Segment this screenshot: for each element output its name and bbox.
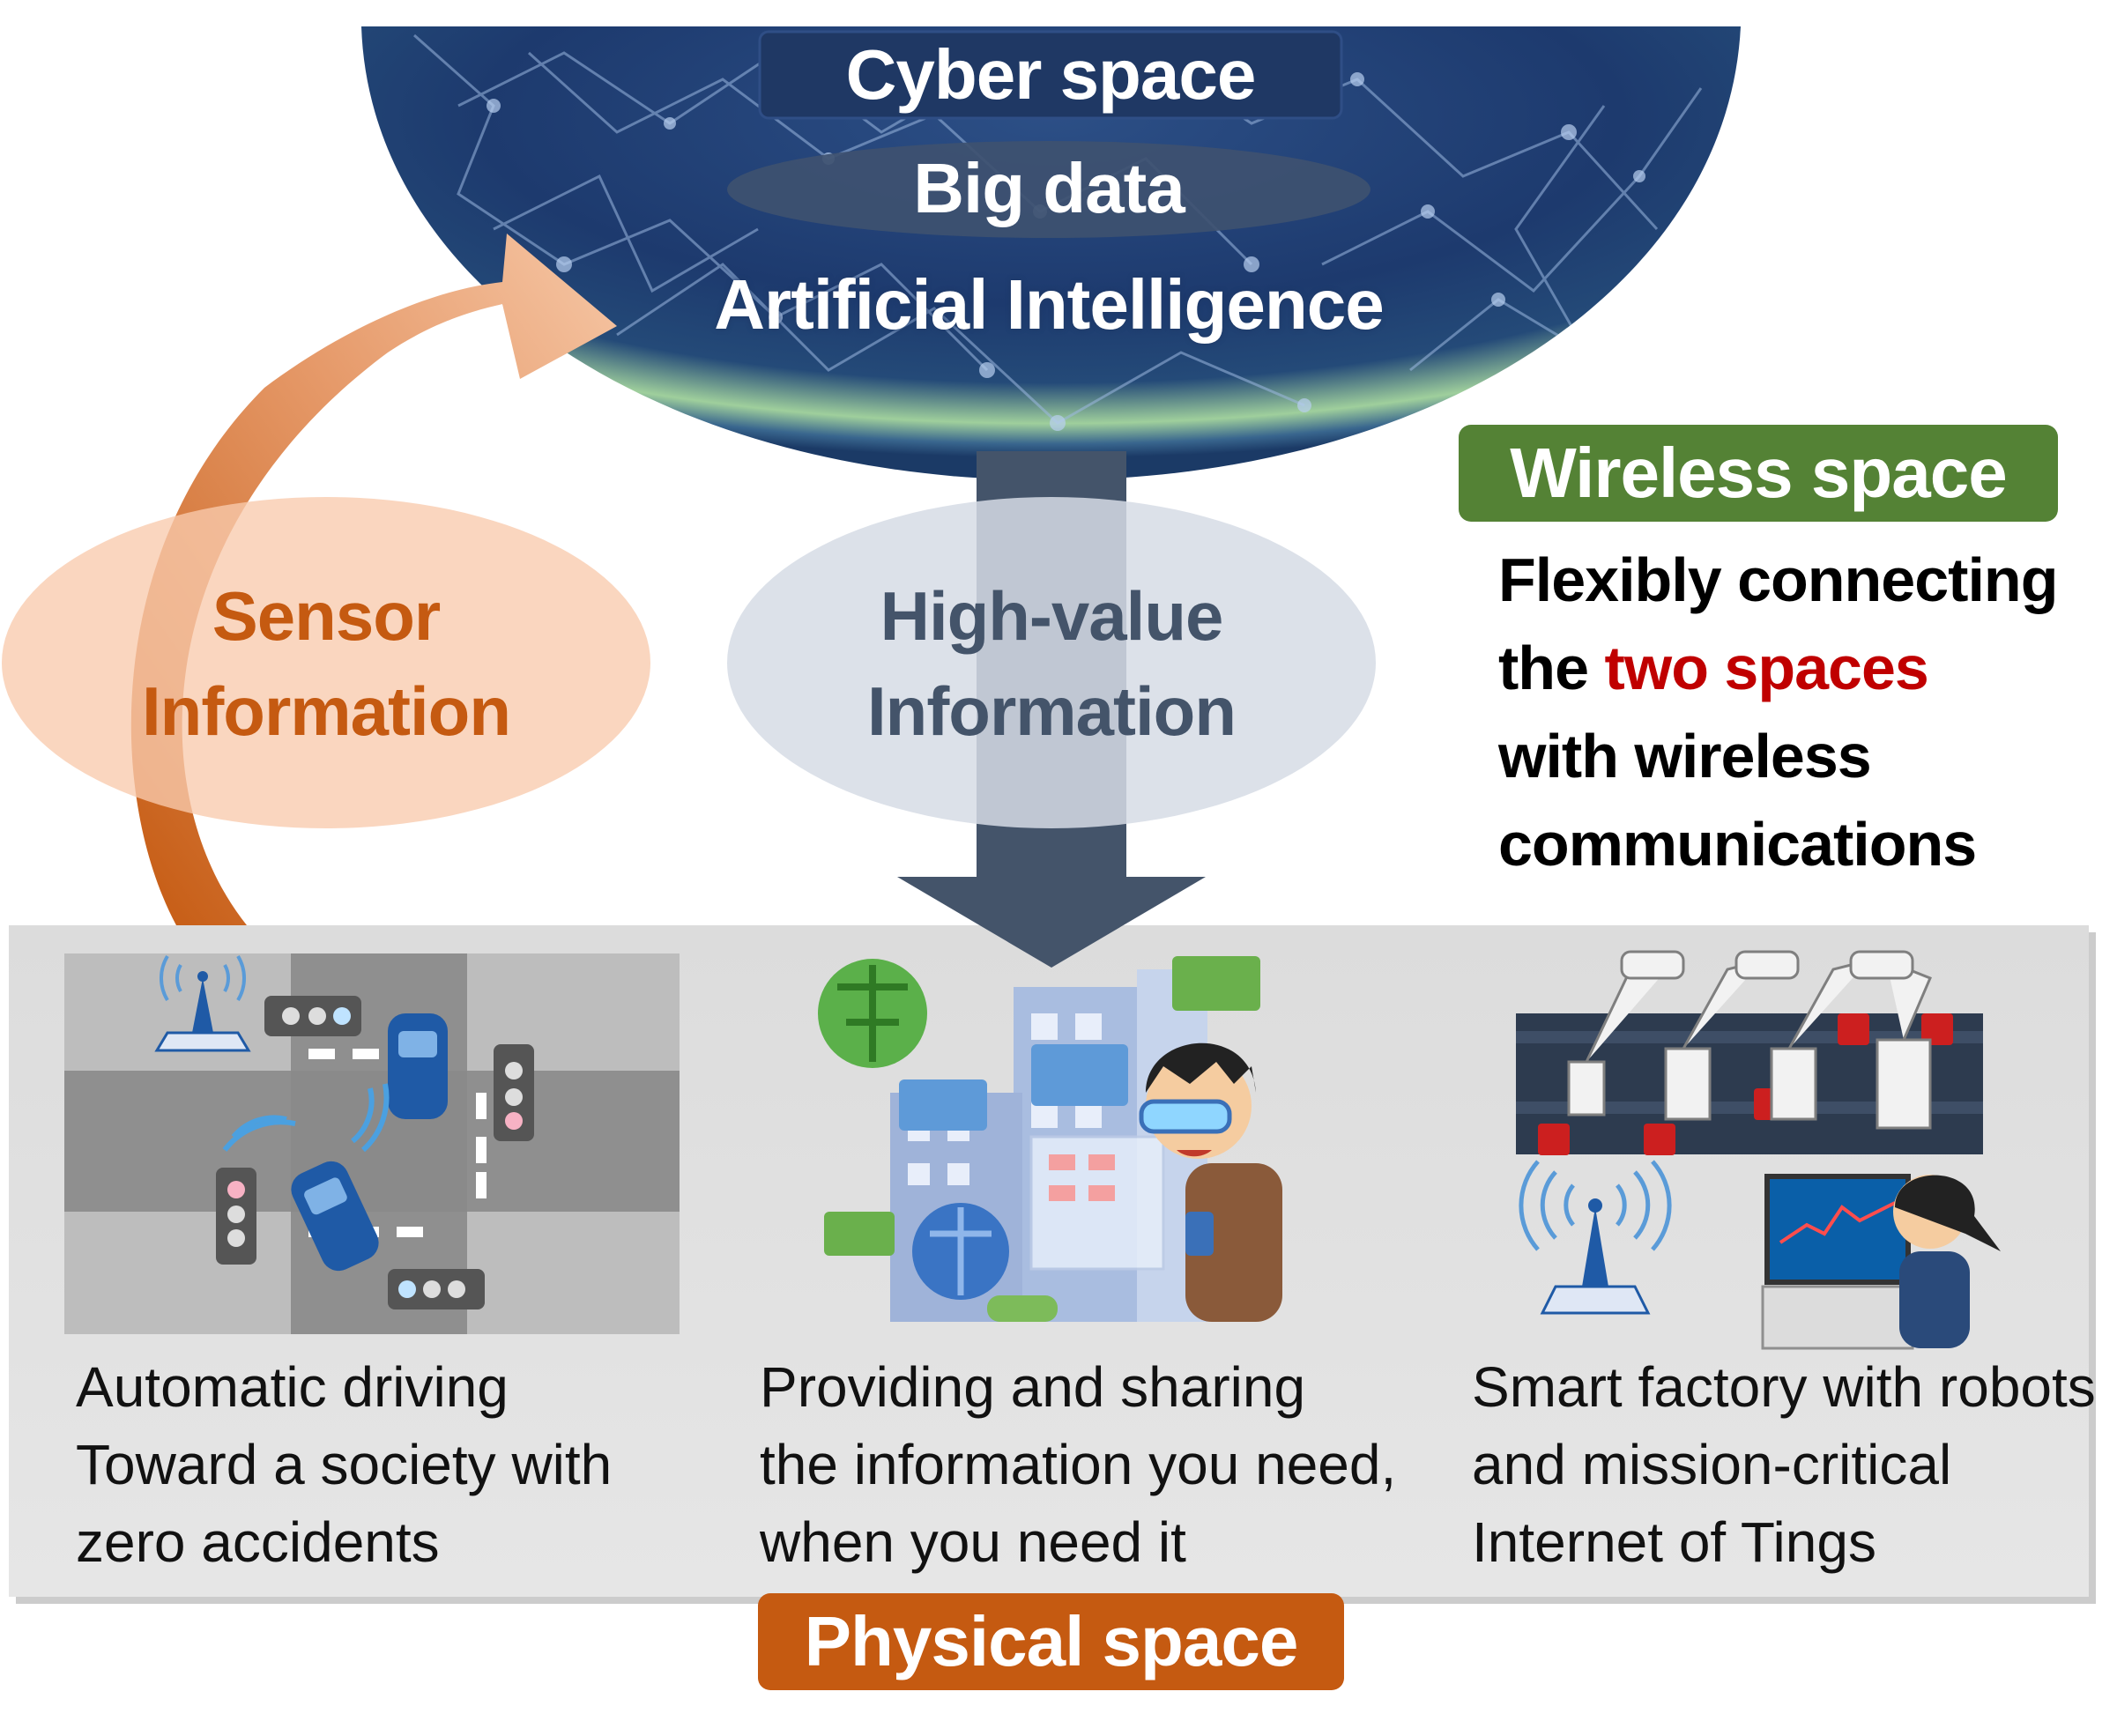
smart-factory-illustration (1516, 950, 2001, 1350)
panel-smart-factory-text: Smart factory with robots and mission-cr… (1472, 1348, 2106, 1581)
high-value-info-label: High-value Information (776, 568, 1327, 759)
wireless-description: Flexibly connecting the two spaces with … (1498, 536, 2106, 888)
wireless-space-badge: Wireless space (1459, 425, 2058, 522)
panel-2-line1: Providing and sharing (760, 1355, 1306, 1419)
physical-space-badge: Physical space (758, 1593, 1344, 1690)
high-value-line2: Information (867, 672, 1237, 750)
wireless-desc-line3: with wireless (1498, 722, 1872, 790)
wireless-desc-line4: communications (1498, 810, 1977, 879)
big-data-label: Big data (913, 149, 1185, 227)
sensor-info-line1: Sensor (212, 577, 441, 655)
wireless-desc-line1: Flexibly connecting (1498, 545, 2058, 614)
panel-2-line3: when you need it (760, 1510, 1186, 1574)
panel-3-line2: and mission-critical (1472, 1433, 1952, 1496)
ai-label: Artificial Intelligence (714, 265, 1384, 344)
panel-1-line3: zero accidents (76, 1510, 440, 1574)
sensor-info-label: Sensor Information (53, 568, 599, 759)
info-sharing-illustration (818, 956, 1282, 1322)
sensor-info-line2: Information (142, 672, 511, 750)
two-spaces-highlight: two spaces (1604, 634, 1928, 702)
panel-info-sharing-text: Providing and sharing the information yo… (760, 1348, 1430, 1581)
panel-automatic-driving-text: Automatic driving Toward a society with … (76, 1348, 693, 1581)
panel-1-line1: Automatic driving (76, 1355, 509, 1419)
panel-2-line2: the information you need, (760, 1433, 1397, 1496)
panel-3-line3: Internet of Tings (1472, 1510, 1876, 1574)
panel-3-line1: Smart factory with robots (1472, 1355, 2096, 1419)
high-value-line1: High-value (880, 577, 1224, 655)
wireless-desc-line2: the two spaces (1498, 624, 2106, 712)
panel-1-line2: Toward a society with (76, 1433, 613, 1496)
intersection-illustration (64, 953, 680, 1334)
wireless-desc-line2-pre: the (1498, 634, 1605, 702)
cyber-space-title: Cyber space (845, 35, 1257, 114)
